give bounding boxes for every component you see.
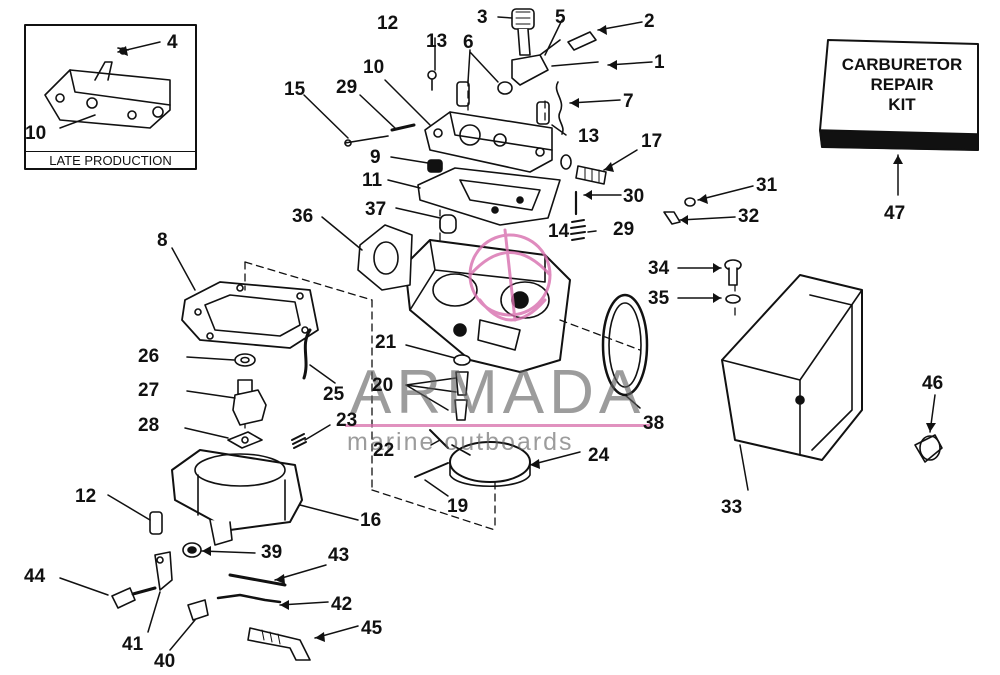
callout-39: 39	[261, 542, 283, 563]
spring-23	[291, 433, 307, 449]
throttle-arm-assembly	[497, 8, 599, 135]
callout-32: 32	[738, 206, 760, 227]
callout-27: 27	[138, 380, 160, 401]
callout-6: 6	[463, 32, 474, 53]
callout-33: 33	[721, 497, 743, 518]
callout-20: 20	[372, 375, 394, 396]
callout-1: 1	[654, 52, 665, 73]
callout-36: 36	[292, 206, 314, 227]
carburetor-cover	[424, 111, 553, 173]
callout-3: 3	[477, 7, 488, 28]
callout-35: 35	[648, 288, 670, 309]
callout-29-top: 29	[336, 77, 358, 98]
callout-5: 5	[555, 7, 566, 28]
callout-14: 14	[548, 221, 570, 242]
callout-45: 45	[361, 618, 383, 639]
callout-40: 40	[154, 651, 176, 672]
float-24	[414, 441, 531, 488]
inset-caption: LATE PRODUCTION	[25, 151, 196, 170]
callout-8: 8	[157, 230, 168, 251]
float-bowl-gasket	[181, 281, 319, 349]
callout-19: 19	[447, 496, 469, 517]
callout-34: 34	[648, 258, 670, 279]
top-hardware	[344, 70, 550, 147]
callout-15: 15	[284, 79, 306, 100]
callout-2: 2	[644, 11, 655, 32]
watermark-logo	[468, 228, 552, 322]
callout-13-mid: 13	[578, 126, 600, 147]
callout-17: 17	[641, 131, 663, 152]
callout-42: 42	[331, 594, 353, 615]
callout-11: 11	[362, 170, 383, 191]
callout-25: 25	[323, 384, 345, 405]
callout-10-inset: 10	[25, 123, 47, 144]
callout-9: 9	[370, 147, 381, 168]
callout-43: 43	[328, 545, 350, 566]
plug-46	[914, 434, 943, 463]
repair-kit-box	[819, 39, 979, 151]
callout-30: 30	[623, 186, 645, 207]
callout-12-bottom: 12	[75, 486, 97, 507]
needle-and-float	[227, 328, 312, 449]
watermark-subtitle: marine outboards	[347, 428, 574, 456]
callout-12-top: 12	[377, 13, 399, 34]
kit-label-line-2: REPAIR	[870, 75, 934, 94]
watermark-underline	[345, 424, 650, 427]
callout-4: 4	[167, 32, 178, 53]
callout-16: 16	[360, 510, 382, 531]
callout-29-mid: 29	[613, 219, 635, 240]
kit-label-line-1: CARBURETOR	[841, 55, 963, 74]
callout-28: 28	[138, 415, 160, 436]
callout-22: 22	[373, 440, 395, 461]
flange-gasket-36	[357, 224, 413, 291]
side-screws	[560, 154, 696, 241]
lower-hardware	[111, 542, 209, 621]
callout-13-top: 13	[426, 31, 448, 52]
leader-lines	[59, 16, 936, 651]
cover-gasket	[417, 167, 561, 226]
callout-31: 31	[756, 175, 778, 196]
callout-37: 37	[365, 199, 387, 220]
callout-47: 47	[884, 203, 906, 224]
leader-arrowheads	[118, 25, 936, 642]
callout-21: 21	[375, 332, 397, 353]
callout-26: 26	[138, 346, 160, 367]
callout-41: 41	[122, 634, 144, 655]
callout-24: 24	[588, 445, 610, 466]
repair-kit-label: CARBURETOR REPAIR KIT	[827, 55, 977, 115]
callout-23: 23	[336, 410, 358, 431]
choke-linkage	[216, 573, 311, 661]
float-bowl	[149, 449, 303, 546]
silencer-screw	[724, 259, 742, 304]
kit-label-line-3: KIT	[888, 95, 916, 114]
callout-44: 44	[24, 566, 46, 587]
callout-7: 7	[623, 91, 634, 112]
silencer-cover	[721, 274, 863, 461]
main-jet-parts	[429, 354, 471, 449]
callout-10: 10	[363, 57, 385, 78]
callout-46: 46	[922, 373, 944, 394]
callout-38: 38	[643, 413, 665, 434]
watermark-title: ARMADA	[350, 358, 646, 427]
